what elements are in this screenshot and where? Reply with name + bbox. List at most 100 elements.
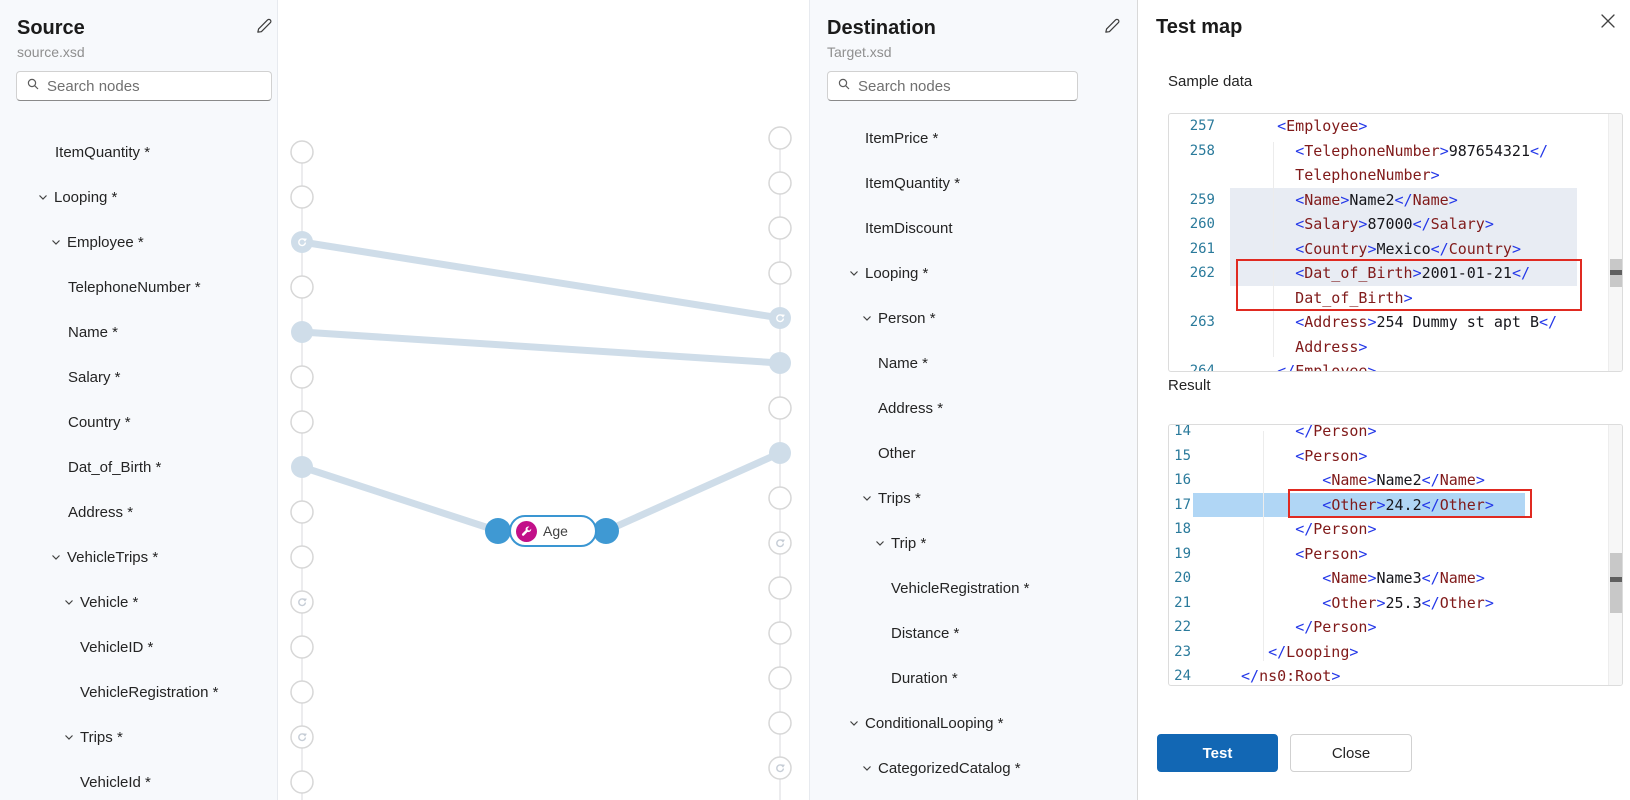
tree-node-country[interactable]: Country * bbox=[68, 411, 131, 433]
connection-port[interactable] bbox=[290, 410, 314, 434]
tree-node-address[interactable]: Address * bbox=[68, 501, 133, 523]
connection-port[interactable] bbox=[768, 261, 792, 285]
chevron-down-icon bbox=[863, 316, 871, 321]
destination-search-input[interactable] bbox=[858, 77, 1069, 95]
connection-port[interactable] bbox=[769, 307, 791, 329]
tree-node-name[interactable]: Name * bbox=[878, 352, 928, 374]
code-line: 261 <Country>Mexico</Country> bbox=[1169, 236, 1622, 261]
connection-port[interactable] bbox=[290, 770, 314, 794]
tree-node-other[interactable]: Other bbox=[878, 442, 916, 464]
tree-node-label: Name * bbox=[878, 354, 929, 372]
tree-node-trips[interactable]: Trips * bbox=[861, 487, 921, 509]
function-handle[interactable] bbox=[593, 518, 619, 544]
test-button[interactable]: Test bbox=[1157, 734, 1278, 772]
mapping-edge[interactable] bbox=[298, 238, 784, 322]
tree-node-label: Name * bbox=[68, 323, 119, 341]
edit-destination-button[interactable] bbox=[1101, 17, 1123, 39]
tree-node-trip[interactable]: Trip * bbox=[874, 532, 926, 554]
connection-port[interactable] bbox=[769, 352, 791, 374]
tree-node-vehicleid[interactable]: VehicleId * bbox=[80, 771, 151, 793]
connection-port[interactable] bbox=[290, 500, 314, 524]
tree-node-vehicletrips[interactable]: VehicleTrips * bbox=[50, 546, 158, 568]
connection-port[interactable] bbox=[768, 396, 792, 420]
connection-port[interactable] bbox=[291, 321, 313, 343]
connection-port[interactable] bbox=[290, 590, 314, 614]
connection-port[interactable] bbox=[768, 171, 792, 195]
pencil-icon bbox=[1103, 16, 1122, 40]
tree-node-dat-of-birth[interactable]: Dat_of_Birth * bbox=[68, 456, 161, 478]
line-number: 22 bbox=[1174, 619, 1191, 636]
connection-port[interactable] bbox=[291, 456, 313, 478]
connection-port[interactable] bbox=[290, 545, 314, 569]
connection-port[interactable] bbox=[768, 621, 792, 645]
close-panel-button[interactable] bbox=[1597, 12, 1619, 34]
connection-port[interactable] bbox=[290, 185, 314, 209]
tree-node-itemquantity[interactable]: ItemQuantity * bbox=[865, 172, 960, 194]
connection-port[interactable] bbox=[768, 216, 792, 240]
tree-node-address[interactable]: Address * bbox=[878, 397, 943, 419]
source-search-box[interactable] bbox=[16, 71, 272, 101]
scrollbar-marker bbox=[1610, 577, 1622, 582]
connection-port[interactable] bbox=[768, 531, 792, 555]
tree-node-label: VehicleId * bbox=[80, 773, 151, 791]
mapping-edge[interactable] bbox=[298, 463, 502, 535]
function-node-age[interactable]: Age bbox=[509, 515, 597, 547]
scrollbar-thumb[interactable] bbox=[1610, 553, 1622, 613]
tree-node-distance[interactable]: Distance * bbox=[891, 622, 959, 644]
mapping-edge[interactable] bbox=[298, 328, 784, 367]
edit-source-button[interactable] bbox=[253, 17, 275, 39]
result-editor[interactable]: 14 </Person>15 <Person>16 <Name>Name2</N… bbox=[1168, 424, 1623, 686]
line-number: 24 bbox=[1174, 668, 1191, 685]
tree-node-label: Address * bbox=[68, 503, 134, 521]
tree-node-vehicleregistration[interactable]: VehicleRegistration * bbox=[891, 577, 1029, 599]
source-search-input[interactable] bbox=[47, 77, 263, 95]
connection-port[interactable] bbox=[768, 756, 792, 780]
tree-node-looping[interactable]: Looping * bbox=[37, 186, 117, 208]
tree-node-vehicleid[interactable]: VehicleID * bbox=[80, 636, 153, 658]
tree-node-itemprice[interactable]: ItemPrice * bbox=[865, 127, 938, 149]
connection-port[interactable] bbox=[768, 126, 792, 150]
tree-node-label: Distance * bbox=[891, 624, 960, 642]
connection-port[interactable] bbox=[768, 576, 792, 600]
scrollbar[interactable] bbox=[1608, 425, 1622, 685]
connection-port[interactable] bbox=[768, 666, 792, 690]
wrench-icon bbox=[516, 520, 537, 542]
destination-search-box[interactable] bbox=[827, 71, 1078, 101]
chevron-down-icon bbox=[65, 600, 73, 605]
tree-node-telephonenumber[interactable]: TelephoneNumber * bbox=[68, 276, 201, 298]
connection-port[interactable] bbox=[290, 140, 314, 164]
tree-node-vehicle[interactable]: Vehicle * bbox=[63, 591, 138, 613]
connection-port[interactable] bbox=[290, 680, 314, 704]
tree-node-duration[interactable]: Duration * bbox=[891, 667, 958, 689]
scrollbar[interactable] bbox=[1608, 114, 1622, 371]
tree-node-trips[interactable]: Trips * bbox=[63, 726, 123, 748]
connection-port[interactable] bbox=[290, 725, 314, 749]
connection-port[interactable] bbox=[290, 365, 314, 389]
chevron-down-icon bbox=[863, 766, 871, 771]
tree-node-employee[interactable]: Employee * bbox=[50, 231, 144, 253]
line-number: 260 bbox=[1189, 216, 1215, 233]
connection-port[interactable] bbox=[290, 275, 314, 299]
changed-line-highlight bbox=[1230, 212, 1577, 237]
connection-port[interactable] bbox=[768, 711, 792, 735]
connection-port[interactable] bbox=[291, 231, 313, 253]
tree-node-vehicleregistration[interactable]: VehicleRegistration * bbox=[80, 681, 218, 703]
sample-data-editor[interactable]: 257 <Employee>258 <TelephoneNumber>98765… bbox=[1168, 113, 1623, 372]
mapping-edge[interactable] bbox=[602, 449, 784, 535]
connection-port[interactable] bbox=[769, 442, 791, 464]
connection-port[interactable] bbox=[768, 486, 792, 510]
tree-node-label: VehicleRegistration * bbox=[80, 683, 219, 701]
function-handle[interactable] bbox=[485, 518, 511, 544]
tree-node-itemquantity[interactable]: ItemQuantity * bbox=[55, 141, 150, 163]
destination-panel bbox=[809, 0, 1137, 800]
tree-node-salary[interactable]: Salary * bbox=[68, 366, 121, 388]
tree-node-name[interactable]: Name * bbox=[68, 321, 118, 343]
chevron-down-icon bbox=[39, 195, 47, 200]
tree-node-itemdiscount[interactable]: ItemDiscount bbox=[865, 217, 953, 239]
tree-node-categorizedcatalog[interactable]: CategorizedCatalog * bbox=[861, 757, 1021, 779]
close-button[interactable]: Close bbox=[1290, 734, 1412, 772]
tree-node-person[interactable]: Person * bbox=[861, 307, 936, 329]
connection-port[interactable] bbox=[290, 635, 314, 659]
tree-node-looping[interactable]: Looping * bbox=[848, 262, 928, 284]
tree-node-conditionallooping[interactable]: ConditionalLooping * bbox=[848, 712, 1003, 734]
